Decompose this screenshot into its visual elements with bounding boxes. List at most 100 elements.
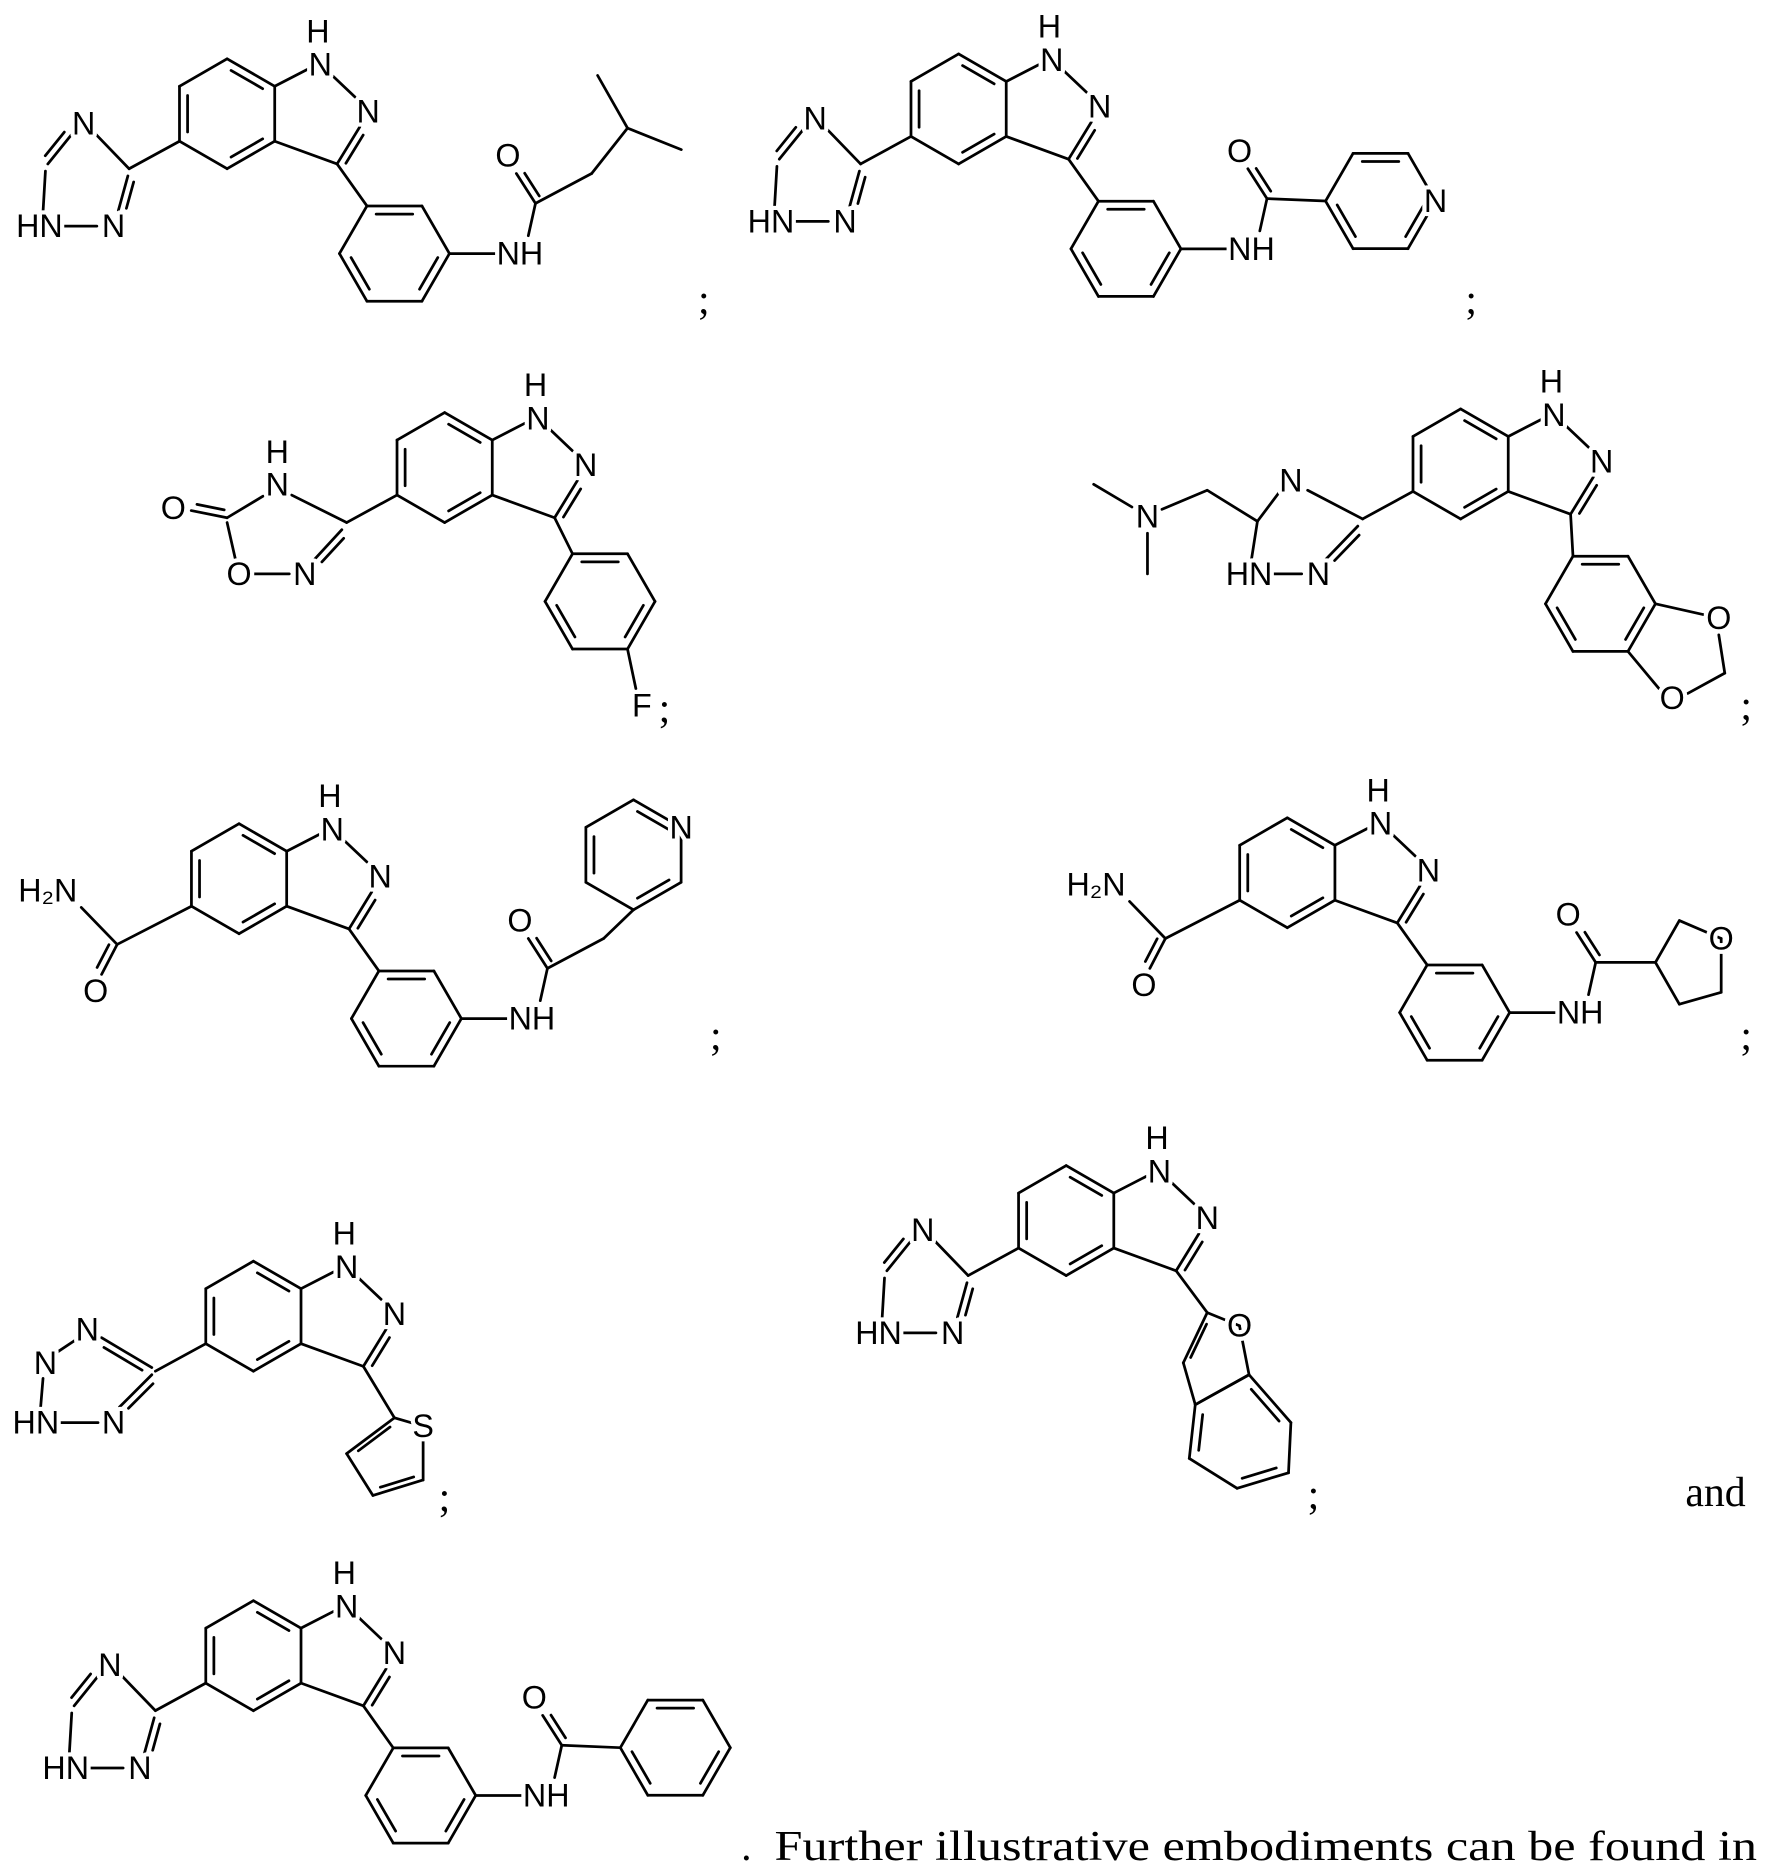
bond: [431, 1023, 449, 1055]
atom-label: N: [911, 1212, 934, 1248]
atom-label: O: [495, 138, 520, 174]
atom-label: H: [333, 1216, 356, 1252]
bond: [102, 1338, 152, 1368]
bond: [1114, 1176, 1146, 1193]
bond: [827, 129, 860, 164]
bond: [366, 1748, 393, 1796]
bond: [1019, 1166, 1067, 1193]
bond: [555, 518, 573, 554]
bond: [547, 938, 603, 968]
bond: [346, 135, 363, 163]
bond: [377, 1799, 395, 1831]
bond: [516, 174, 535, 204]
atom-label: N: [1369, 806, 1392, 842]
bond: [227, 496, 263, 518]
bond: [41, 1378, 43, 1407]
bond: [257, 1612, 289, 1630]
bond: [557, 605, 575, 637]
bond: [243, 904, 275, 922]
bond: [351, 971, 378, 1019]
bond: [586, 800, 634, 827]
bond: [528, 203, 535, 235]
bond: [191, 824, 239, 851]
bond: [703, 1700, 730, 1748]
atom-label: N: [941, 1315, 964, 1351]
bond: [1162, 490, 1207, 509]
atom-label: HN: [16, 208, 63, 244]
bond: [1626, 608, 1644, 640]
atom-label: NH: [1557, 995, 1604, 1031]
atom-label: N: [335, 1589, 358, 1625]
bond: [301, 1683, 363, 1706]
bond: [1291, 898, 1323, 916]
bond: [434, 971, 461, 1019]
bond: [858, 177, 865, 203]
atom-label: N: [1590, 444, 1613, 480]
bond: [1257, 493, 1279, 522]
bond: [122, 1676, 155, 1711]
atom-label: N: [368, 858, 391, 894]
bond: [449, 493, 481, 511]
atom-label: N: [128, 1750, 151, 1786]
bond: [1237, 1473, 1288, 1489]
atom-label: N: [383, 1635, 406, 1671]
bond: [347, 495, 397, 522]
atom-label: N: [1148, 1154, 1171, 1190]
bond: [1585, 932, 1600, 955]
atom-label: O: [1131, 967, 1156, 1003]
bond: [1260, 199, 1267, 231]
bond: [420, 258, 438, 290]
atom-label: O: [226, 556, 251, 592]
atom-label: N: [574, 447, 597, 483]
bond: [358, 1427, 390, 1451]
bond: [1240, 818, 1288, 845]
bond: [1579, 485, 1596, 513]
atom-label: N: [309, 47, 332, 83]
bond: [206, 1344, 254, 1371]
bond: [231, 139, 263, 157]
bond: [257, 1273, 289, 1291]
bond: [632, 1752, 650, 1784]
bond: [1189, 1458, 1237, 1488]
bond: [372, 1338, 389, 1366]
bond: [1577, 933, 1596, 963]
bond: [1165, 900, 1239, 938]
atom-label: O: [161, 490, 186, 526]
bond: [963, 134, 995, 152]
atom-label: N: [321, 812, 344, 848]
atom-label: N: [76, 1311, 99, 1347]
bond: [397, 495, 445, 522]
bond: [637, 811, 669, 829]
bond: [81, 907, 117, 944]
bond: [1335, 829, 1367, 846]
bond: [1256, 168, 1271, 191]
atom-label: H: [1366, 772, 1389, 808]
bond: [449, 424, 481, 442]
bond: [422, 206, 449, 254]
bond: [1545, 556, 1572, 604]
atom-label: O: [1227, 1308, 1252, 1344]
separator-8: ;: [1308, 1473, 1320, 1519]
bond: [1185, 1242, 1202, 1270]
bond: [1006, 65, 1038, 82]
bond: [337, 164, 367, 206]
atom-label: H₂N: [1066, 867, 1125, 903]
bond: [1655, 962, 1679, 1004]
bond: [1363, 491, 1413, 518]
bond: [604, 910, 634, 939]
bond: [775, 166, 777, 207]
bond: [1189, 1405, 1195, 1459]
bond: [344, 840, 367, 862]
atom-label: NH: [497, 236, 544, 272]
bond: [1070, 1246, 1102, 1264]
bond: [129, 141, 179, 168]
bond: [1335, 900, 1397, 923]
bond: [637, 880, 669, 898]
bond: [492, 423, 524, 440]
bond: [1480, 1017, 1498, 1049]
bond: [525, 173, 540, 196]
atom-label: HN: [748, 203, 795, 239]
bond: [339, 206, 366, 254]
atom-label: N: [98, 1647, 121, 1683]
